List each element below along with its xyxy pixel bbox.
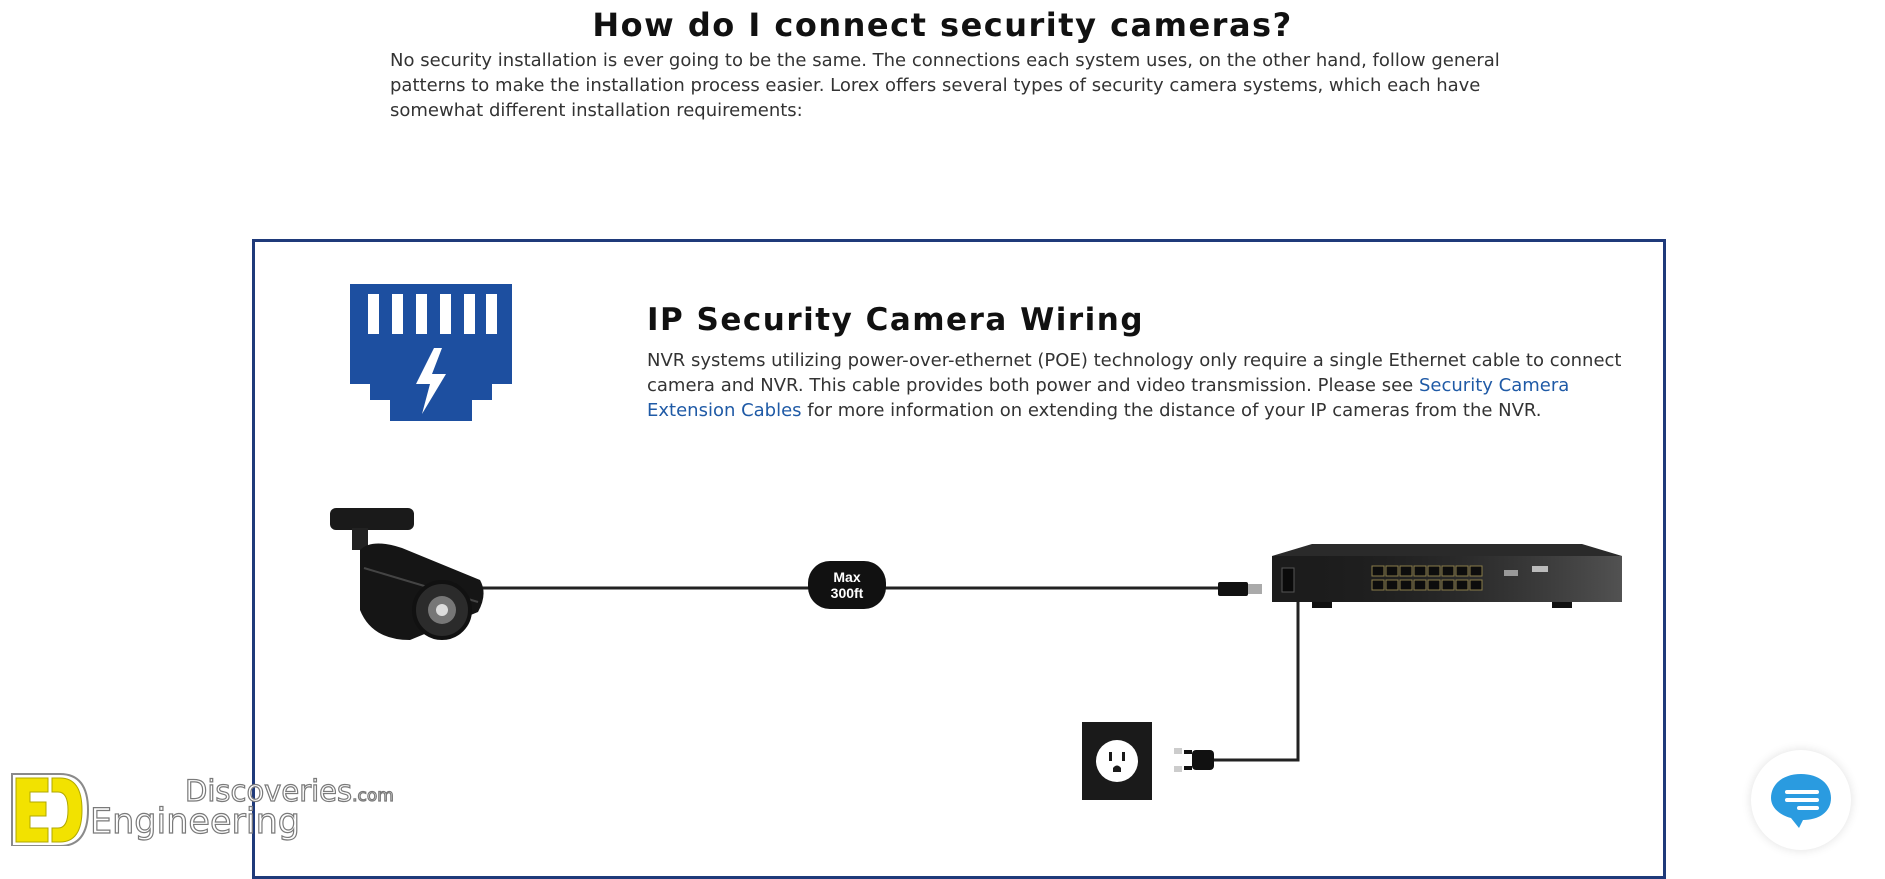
chat-icon xyxy=(1771,774,1831,828)
ethernet-poe-icon xyxy=(350,284,512,421)
page-heading: How do I connect security cameras? xyxy=(592,6,1293,44)
chat-button[interactable] xyxy=(1751,750,1851,850)
nvr-recorder-icon xyxy=(1272,544,1622,608)
desc-text-1: NVR systems utilizing power-over-etherne… xyxy=(647,350,1622,396)
max-distance-badge: Max 300ft xyxy=(808,561,886,609)
badge-line-distance: 300ft xyxy=(830,585,864,601)
watermark-suffix: .com xyxy=(352,785,395,806)
ip-camera-icon xyxy=(330,508,484,640)
wiring-diagram xyxy=(330,508,1622,800)
watermark-word: Discoveries xyxy=(184,773,353,808)
desc-text-2: for more information on extending the di… xyxy=(801,400,1542,421)
power-outlet-icon xyxy=(1082,722,1152,800)
power-plug-icon xyxy=(1174,748,1214,772)
section-description: NVR systems utilizing power-over-etherne… xyxy=(647,348,1627,423)
watermark-text-top: Discoveries.com xyxy=(184,773,395,808)
ethernet-plug-icon xyxy=(1218,582,1262,596)
power-cable xyxy=(1212,602,1300,762)
intro-paragraph: No security installation is ever going t… xyxy=(390,50,1500,121)
extension-cables-link[interactable]: Security Camera Extension Cables xyxy=(647,375,1570,421)
section-title: IP Security Camera Wiring xyxy=(647,302,1145,338)
badge-line-max: Max xyxy=(833,569,861,585)
watermark-logo-icon xyxy=(11,773,90,846)
watermark-text-bottom: Engineering xyxy=(89,801,300,842)
